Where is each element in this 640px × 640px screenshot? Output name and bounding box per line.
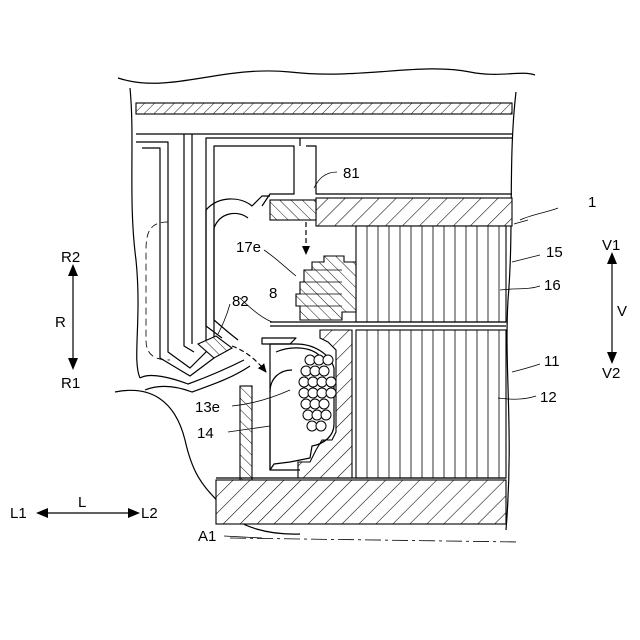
- label-dir-L1: L1: [10, 505, 27, 522]
- label-dir-V1: V1: [602, 237, 620, 254]
- upper-flange: [270, 138, 512, 226]
- label-dir-L: L: [78, 494, 86, 511]
- label-dir-R2: R2: [61, 249, 80, 266]
- direction-arrow-V: [607, 252, 617, 364]
- label-dir-R: R: [55, 314, 66, 331]
- wire-strand: [326, 388, 336, 398]
- stator-core-upper: [356, 226, 506, 322]
- label-ref-14: 14: [197, 425, 214, 442]
- stator-core-lower: [356, 330, 506, 478]
- label-ref-16: 16: [544, 277, 561, 294]
- label-ref-8: 8: [269, 285, 277, 302]
- top-housing-wall: [136, 103, 512, 134]
- label-ref-12: 12: [540, 389, 557, 406]
- label-ref-A1: A1: [198, 528, 216, 545]
- label-dir-L2: L2: [141, 505, 158, 522]
- direction-arrow-R: [68, 264, 78, 370]
- wire-strand: [316, 421, 326, 431]
- label-ref-1: 1: [588, 194, 596, 211]
- wire-strand: [321, 410, 331, 420]
- label-dir-V2: V2: [602, 365, 620, 382]
- left-plate: [240, 386, 252, 480]
- label-ref-17e: 17e: [236, 239, 261, 256]
- direction-arrow-L: [36, 508, 140, 518]
- wire-strand: [319, 399, 329, 409]
- label-dir-R1: R1: [61, 375, 80, 392]
- wire-strand: [319, 366, 329, 376]
- label-dir-V: V: [617, 303, 627, 320]
- coil-end-17e: [296, 256, 356, 320]
- wire-strand: [326, 377, 336, 387]
- label-ref-82: 82: [232, 293, 249, 310]
- label-ref-13e: 13e: [195, 399, 220, 416]
- axis-line: [230, 538, 520, 542]
- bottom-shaft: [216, 478, 506, 524]
- label-ref-81: 81: [343, 165, 360, 182]
- label-ref-15: 15: [546, 244, 563, 261]
- wire-strand: [323, 355, 333, 365]
- label-ref-11: 11: [544, 353, 560, 370]
